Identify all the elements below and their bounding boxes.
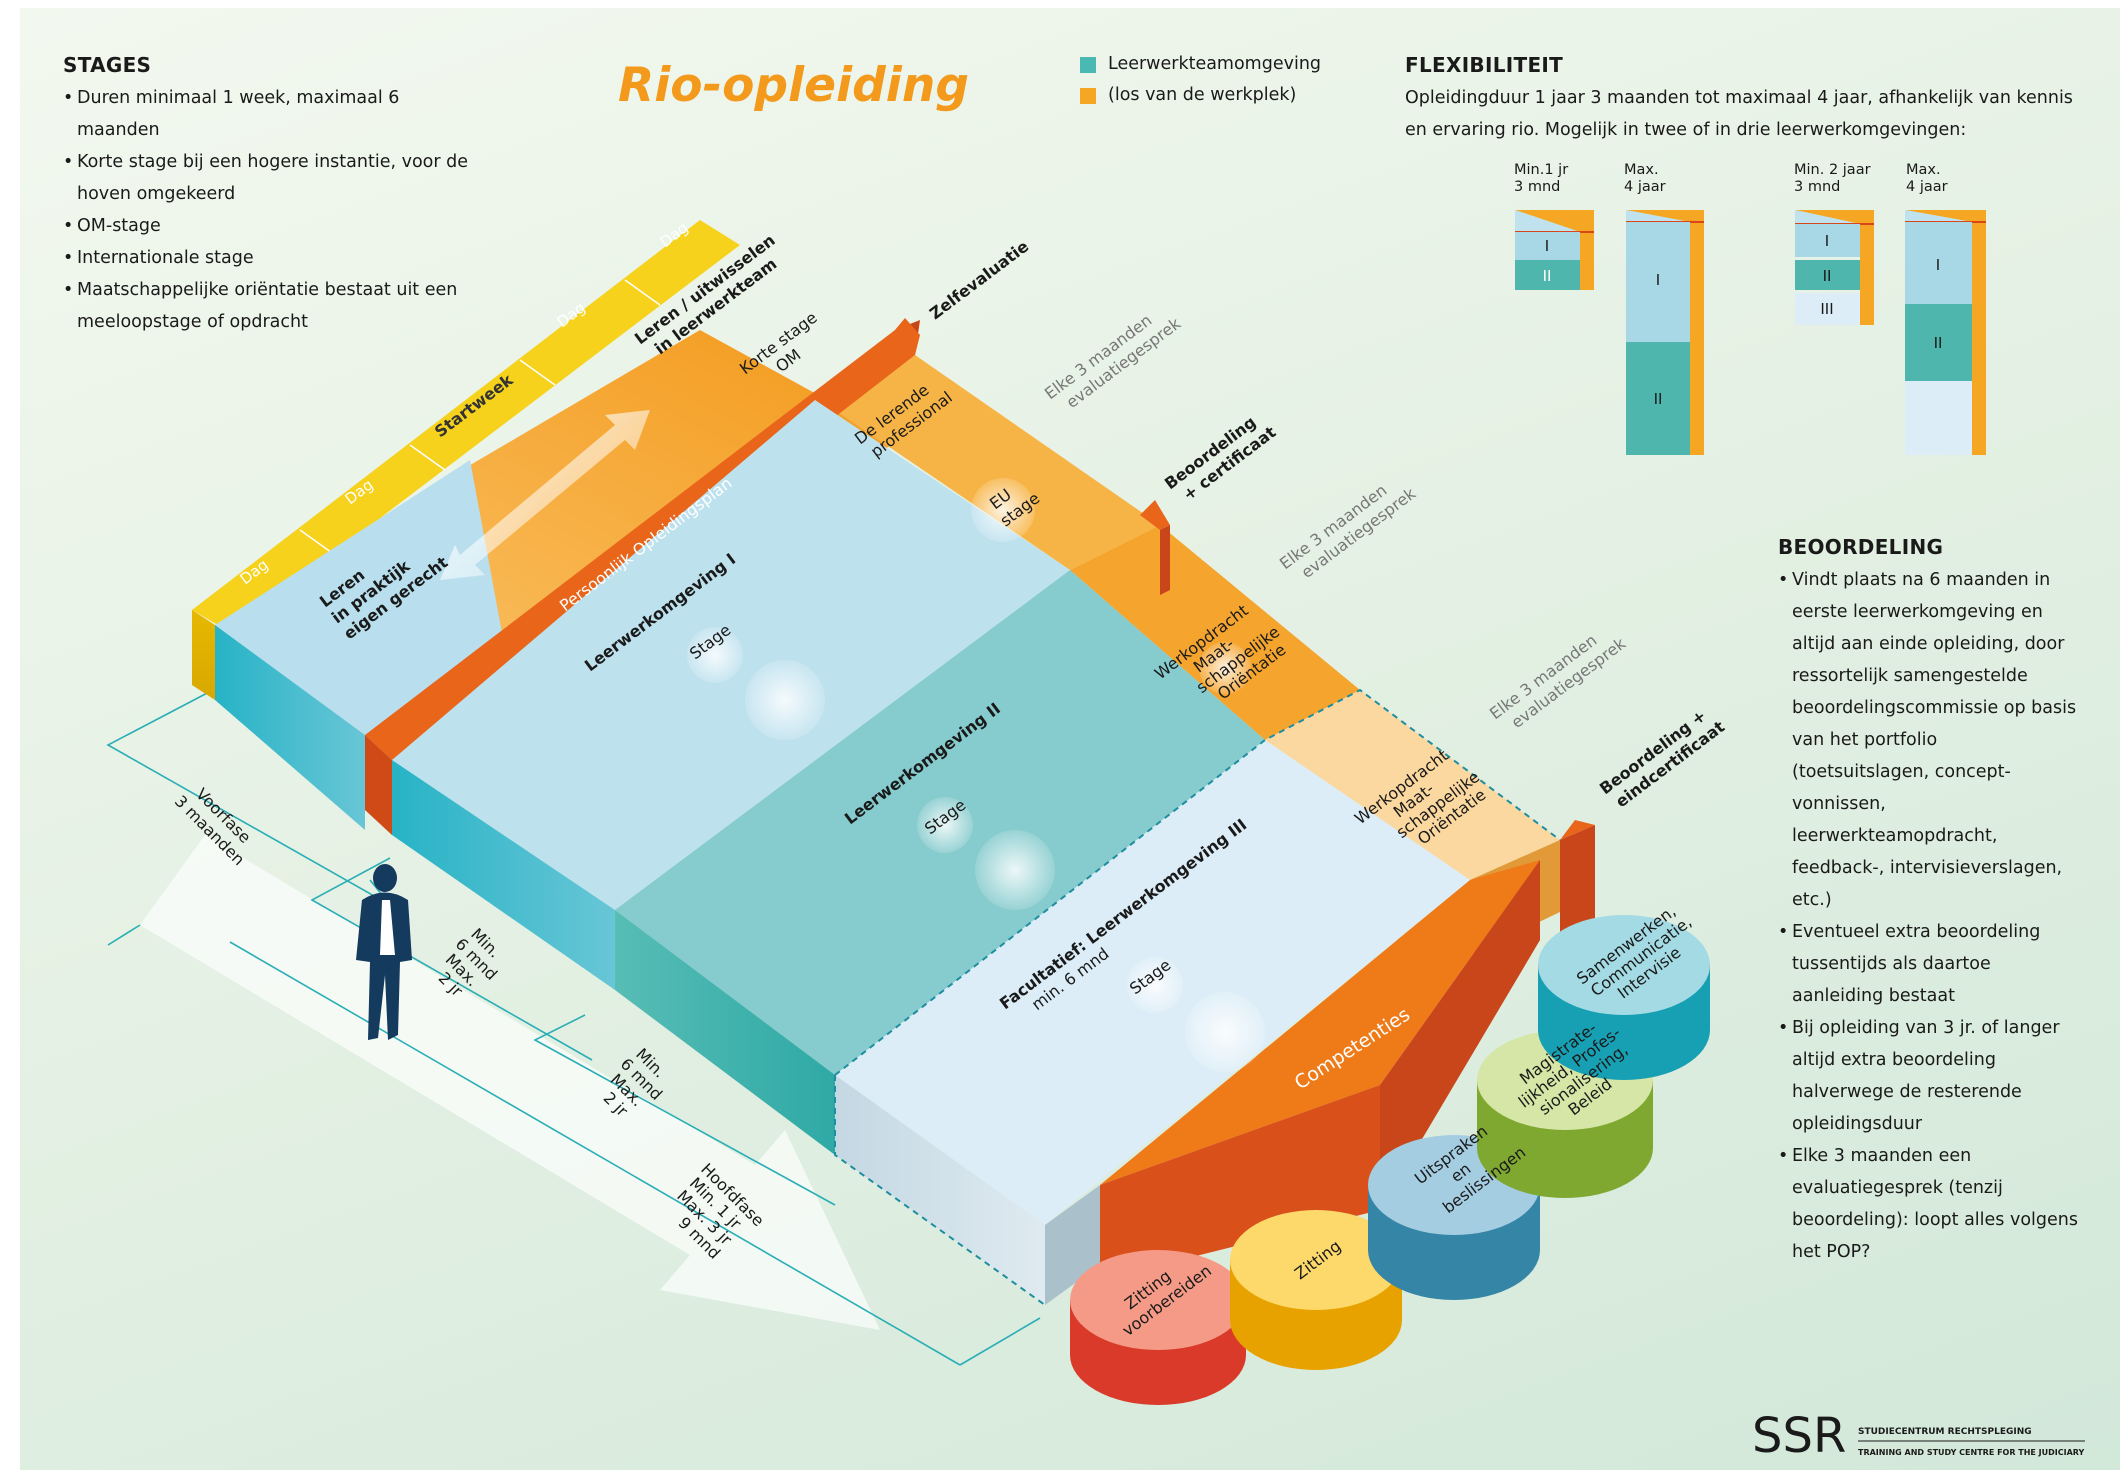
flexibiliteit-heading: FLEXIBILITEIT xyxy=(1405,53,1564,77)
pop-strip-side xyxy=(365,735,392,835)
flex-segment-label: I xyxy=(1825,232,1829,250)
beoordeling-flag xyxy=(1140,500,1170,530)
flex-segment-label: II xyxy=(1654,390,1663,408)
day-strip-side xyxy=(192,610,215,700)
flex-segment xyxy=(1515,260,1580,290)
eind-flag-top xyxy=(1560,820,1595,840)
flex-columns xyxy=(1515,210,1986,455)
flex-segment xyxy=(1795,224,1860,257)
list-item: Bij opleiding van 3 jr. of langer altijd… xyxy=(1778,1012,2078,1140)
judge-figure-icon xyxy=(356,864,412,1040)
floor-arrow xyxy=(140,835,880,1330)
competenties-side2 xyxy=(1380,860,1540,1210)
list-item: Eventueel extra beoordeling tussentijds … xyxy=(1778,916,2078,1012)
flex-segment xyxy=(1515,232,1580,260)
logo-line: STUDIECENTRUM RECHTSPLEGING xyxy=(1858,1427,2032,1437)
page-title: Rio-opleiding xyxy=(618,58,969,113)
logo-mark: SSR xyxy=(1752,1408,1846,1464)
flex-segment-label: II xyxy=(1934,334,1943,352)
lwo1-front xyxy=(392,760,615,990)
competenties-side xyxy=(1100,1085,1380,1280)
list-item: Elke 3 maanden een evaluatiegesprek (ten… xyxy=(1778,1140,2078,1268)
flexibiliteit-text: Opleidingduur 1 jaar 3 maanden tot maxim… xyxy=(1405,88,2073,140)
legend-swatch-orange xyxy=(1080,88,1096,104)
legend-label: (los van de werkplek) xyxy=(1108,85,1297,105)
flex-segment xyxy=(1795,260,1860,290)
flex-segment xyxy=(1905,222,1972,304)
voorfase-front xyxy=(215,625,365,830)
flex-segment-label: II xyxy=(1543,267,1552,285)
flex-segment xyxy=(1626,222,1690,342)
day-strip xyxy=(192,220,740,632)
flex-segment-label: III xyxy=(1820,300,1833,318)
flex-segment-label: I xyxy=(1936,256,1940,274)
flex-segment xyxy=(1795,293,1860,325)
flex-col-label: Max.4 jaar xyxy=(1624,162,1666,195)
voorfase-blue-top xyxy=(215,460,520,735)
ssr-logo: SSR STUDIECENTRUM RECHTSPLEGING TRAINING… xyxy=(1752,1408,2085,1464)
dimension-lines xyxy=(106,689,1041,1366)
legend-swatch-teal xyxy=(1080,57,1096,73)
flex-segment-label: II xyxy=(1823,267,1832,285)
zelfevaluatie-flag xyxy=(895,318,920,355)
zelfevaluatie-label: Zelfevaluatie xyxy=(926,237,1032,324)
stages-list: Duren minimaal 1 week, maximaal 6 maande… xyxy=(63,82,473,338)
stages-heading: STAGES xyxy=(63,53,152,77)
beoordeling-flag-side xyxy=(1160,525,1170,595)
double-arrow xyxy=(440,410,650,580)
list-item: Internationale stage xyxy=(63,242,473,274)
flex-segment-label: I xyxy=(1656,271,1660,289)
lwo2-front xyxy=(615,910,835,1155)
orange-track-1 xyxy=(820,355,1160,570)
beoordeling-list: Vindt plaats na 6 maanden in eerste leer… xyxy=(1778,564,2078,1268)
competenties-top xyxy=(1100,860,1540,1185)
beoordeling-heading: BEOORDELING xyxy=(1778,535,1944,559)
lwo3-front xyxy=(835,1075,1045,1305)
legend-label: Leerwerkteamomgeving xyxy=(1108,54,1322,74)
flex-segment-label: I xyxy=(1545,237,1549,255)
logo-line: TRAINING AND STUDY CENTRE FOR THE JUDICI… xyxy=(1858,1448,2085,1457)
competency-cylinders xyxy=(1070,915,1710,1405)
eind-flag xyxy=(1560,825,1595,935)
flex-segment xyxy=(1626,342,1690,455)
flex-segment xyxy=(1905,381,1972,455)
flex-segment xyxy=(1905,304,1972,381)
list-item: OM-stage xyxy=(63,210,473,242)
orange-track-2 xyxy=(1070,525,1360,740)
list-item: Vindt plaats na 6 maanden in eerste leer… xyxy=(1778,564,2078,916)
flex-col-label: Max.4 jaar xyxy=(1906,162,1948,195)
orange-track-3 xyxy=(1265,690,1560,880)
list-item: Maatschappelijke oriëntatie bestaat uit … xyxy=(63,274,473,338)
list-item: Duren minimaal 1 week, maximaal 6 maande… xyxy=(63,82,473,146)
list-item: Korte stage bij een hogere instantie, vo… xyxy=(63,146,473,210)
